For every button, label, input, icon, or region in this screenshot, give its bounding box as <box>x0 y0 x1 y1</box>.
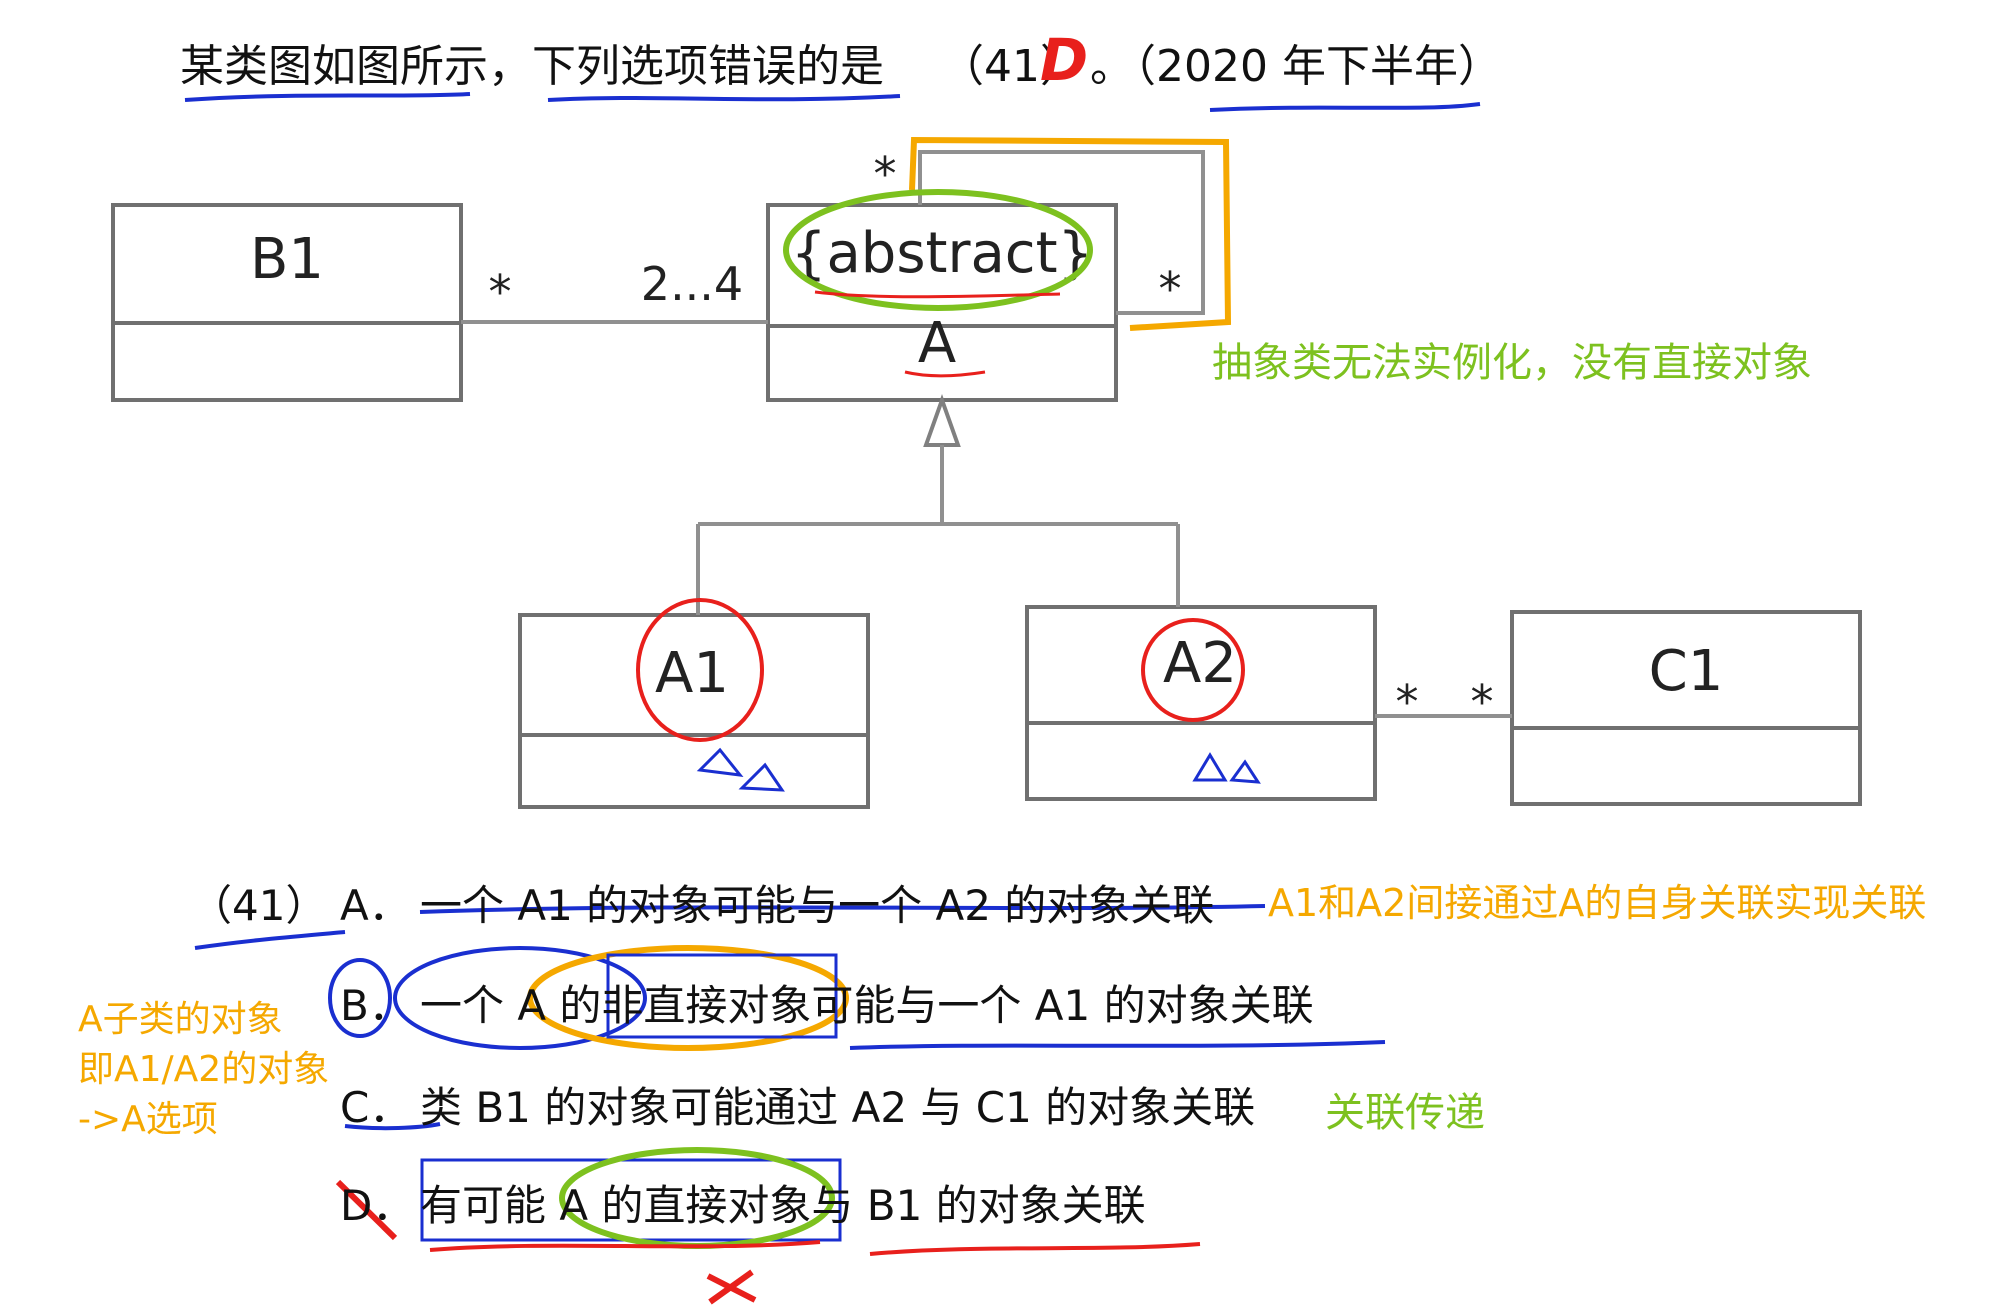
class-a1-name: A1 <box>655 641 729 706</box>
ink-blue-triangles-a2 <box>1192 752 1261 784</box>
ink-underline-q3 <box>1209 102 1481 112</box>
ink-red-circle-a2 <box>1141 618 1245 722</box>
mult-b1-side: * <box>489 265 512 319</box>
generalization <box>696 394 1180 615</box>
class-a2: A2 <box>1025 605 1377 801</box>
ink-red-circle-a1 <box>636 598 764 742</box>
ink-green-ellipse-abstract <box>783 189 1093 311</box>
options-number: （41） <box>190 881 328 930</box>
option-d-letter: D． <box>340 1181 415 1230</box>
note-opt-a: A1和A2间接通过A的自身关联实现关联 <box>1268 881 1927 925</box>
ink-red-underline-d1 <box>429 1240 821 1252</box>
ink-underline-opt-b <box>849 1040 1386 1050</box>
option-d-text: 有可能 A 的直接对象与 B1 的对象关联 <box>420 1181 1146 1230</box>
option-b-letter: B． <box>340 981 411 1030</box>
class-b1: B1 <box>111 203 463 402</box>
ink-underline-41 <box>194 930 346 950</box>
ink-red-underline-d2 <box>869 1242 1201 1256</box>
option-a-text: 一个 A1 的对象可能与一个 A2 的对象关联 <box>420 881 1215 930</box>
mult-self-right: * <box>1159 262 1182 316</box>
class-a-name: A <box>918 311 956 376</box>
ink-underline-q1 <box>184 92 471 102</box>
class-a: {abstract} A <box>766 203 1118 402</box>
note-opt-b: A子类的对象 即A1/A2的对象 ->A选项 <box>78 995 329 1145</box>
option-b-text: 一个 A 的非直接对象可能与一个 A1 的对象关联 <box>420 981 1314 1030</box>
ink-red-slash-d <box>335 1179 398 1241</box>
ink-blue-box-b <box>606 953 838 1039</box>
ink-underline-q2 <box>547 94 901 102</box>
option-c-letter: C． <box>340 1083 412 1132</box>
ink-underline-opt-c <box>344 1122 441 1131</box>
note-opt-b-line2: 即A1/A2的对象 <box>78 1049 330 1090</box>
self-association-a <box>918 150 1205 315</box>
option-a-letter: A． <box>340 881 411 930</box>
class-a1: A1 <box>518 613 870 809</box>
ink-blue-ellipse-b <box>393 946 647 1050</box>
note-opt-b-line3: ->A选项 <box>78 1099 218 1140</box>
note-opt-b-line1: A子类的对象 <box>78 999 283 1040</box>
class-c1: C1 <box>1510 610 1862 806</box>
class-a2-name: A2 <box>1163 631 1237 696</box>
ink-red-underline-abstract <box>814 290 1061 299</box>
class-b1-name: B1 <box>250 227 324 292</box>
class-a-stereotype: {abstract} <box>791 221 1093 286</box>
question-text: 某类图如图所示，下列选项错误的是 <box>180 41 884 92</box>
question-blank: （41） <box>940 41 1084 92</box>
note-abstract: 抽象类无法实例化，没有直接对象 <box>1212 340 1812 386</box>
ink-underline-opt-a <box>419 904 1266 914</box>
ink-orange-bracket <box>909 136 1232 331</box>
question-tail: 。（2020 年下半年） <box>1090 41 1502 92</box>
mult-a2-side: * <box>1396 675 1419 729</box>
mult-self-top: * <box>874 147 897 201</box>
handwritten-answer: D <box>1040 26 1089 94</box>
option-c-text: 类 B1 的对象可能通过 A2 与 C1 的对象关联 <box>420 1083 1256 1132</box>
mult-a-side: 2...4 <box>641 257 743 311</box>
ink-red-underline-a <box>904 370 986 378</box>
ink-orange-ellipse-b <box>527 945 849 1051</box>
ink-blue-circle-b <box>328 958 392 1038</box>
ink-blue-triangles-a1 <box>696 747 785 792</box>
ink-red-cross <box>706 1269 757 1305</box>
mult-c1-side: * <box>1471 675 1494 729</box>
class-c1-name: C1 <box>1649 639 1724 704</box>
note-opt-c: 关联传递 <box>1325 1090 1485 1136</box>
